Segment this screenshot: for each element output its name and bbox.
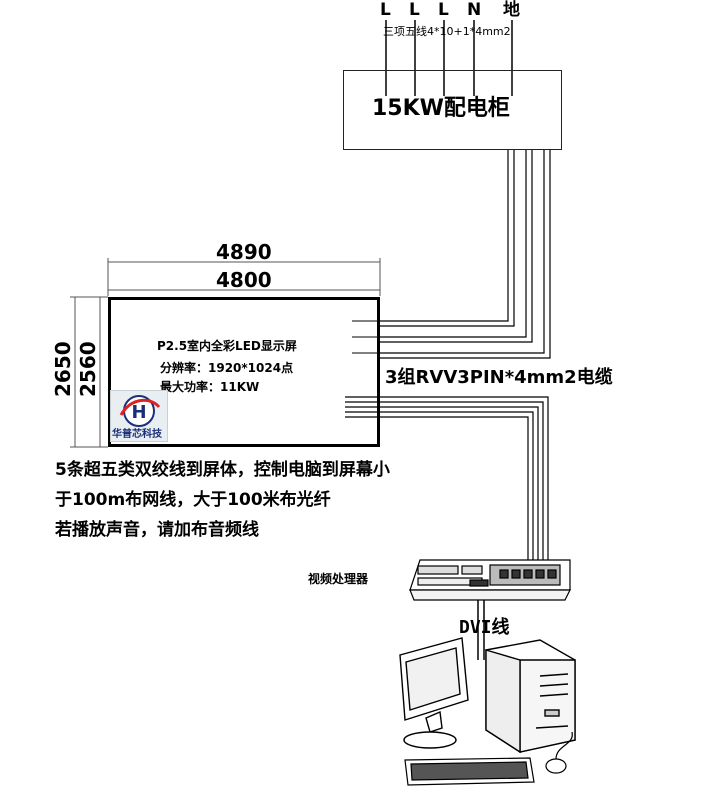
network-cables xyxy=(345,396,549,560)
computer-tower xyxy=(485,639,576,754)
logo-text: 华普芯科技 xyxy=(112,429,162,440)
logo-mark-icon: H xyxy=(119,395,161,427)
monitor xyxy=(399,637,469,749)
incoming-power-wires xyxy=(385,20,513,96)
dvi-label: DVI线 xyxy=(459,617,510,638)
screen-height-inner: 2560 xyxy=(76,341,100,397)
phase-label-l3: L xyxy=(438,0,449,20)
phase-label-l1: L xyxy=(380,0,391,20)
screen-height-outer: 2650 xyxy=(51,341,75,397)
company-logo: H xyxy=(110,390,168,442)
phase-label-l2: L xyxy=(409,0,420,20)
distribution-cabinet xyxy=(343,70,562,150)
note-line-1: 5条超五类双绞线到屏体，控制电脑到屏幕小 xyxy=(55,460,390,480)
led-screen xyxy=(108,297,380,447)
power-line-spec: 三项五线4*10+1*4mm2 xyxy=(383,25,511,38)
screen-title: P2.5室内全彩LED显示屏 xyxy=(157,339,297,353)
screen-power-stubs xyxy=(352,320,380,354)
keyboard xyxy=(404,757,535,786)
screen-width-inner: 4800 xyxy=(216,268,272,292)
width-dimension-lines xyxy=(107,258,381,296)
neutral-label: N xyxy=(467,0,482,20)
screen-resolution: 分辨率：1920*1024点 xyxy=(160,361,294,375)
video-processor-device xyxy=(409,559,571,601)
svg-text:H: H xyxy=(131,402,146,423)
video-processor-label: 视频处理器 xyxy=(308,572,369,586)
dvi-cable xyxy=(477,600,485,660)
power-cables xyxy=(380,150,551,359)
screen-width-outer: 4890 xyxy=(216,240,272,264)
power-cable-label: 3组RVV3PIN*4mm2电缆 xyxy=(385,367,613,388)
screen-max-power: 最大功率：11KW xyxy=(160,380,260,394)
cabinet-label: 15KW配电柜 xyxy=(372,96,510,121)
note-line-3: 若播放声音，请加布音频线 xyxy=(55,520,259,540)
note-line-2: 于100m布网线，大于100米布光纤 xyxy=(55,490,331,510)
height-dimension-lines xyxy=(70,296,108,448)
ground-label: 地 xyxy=(503,0,520,20)
mouse xyxy=(545,731,573,774)
